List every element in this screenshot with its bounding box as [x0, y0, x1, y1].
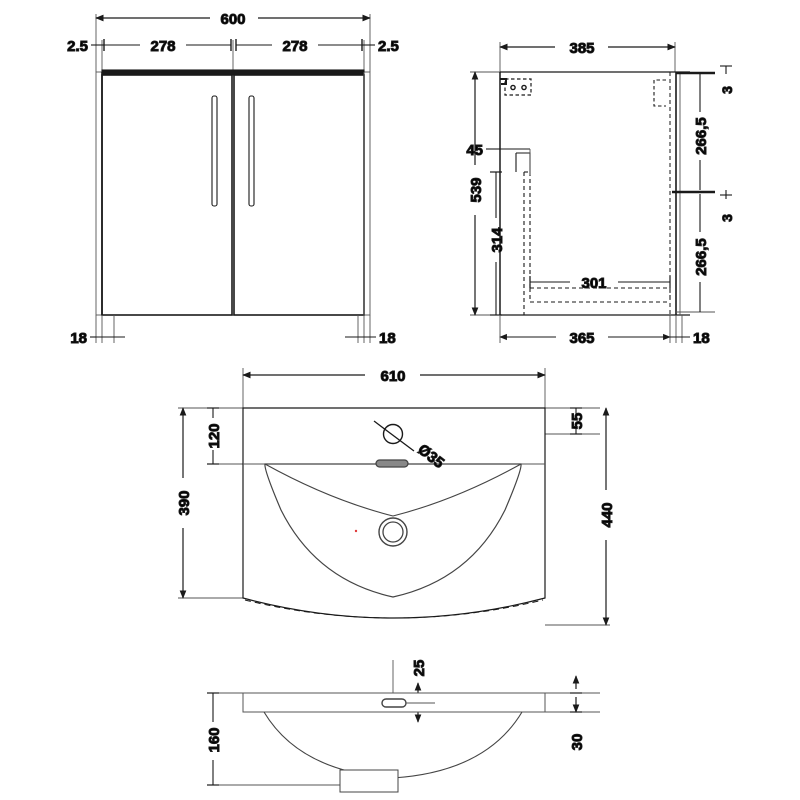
dim-label-610: 610: [380, 368, 405, 385]
dim-label-25: 25: [411, 660, 428, 677]
dim-55: 55: [569, 407, 587, 435]
dim-30: 30: [569, 675, 587, 751]
dim-panel-thickness-front: 18 18: [70, 315, 396, 348]
dim-label-3-top: 3: [719, 86, 735, 94]
dim-label-314: 314: [489, 227, 506, 253]
door-right[interactable]: [233, 74, 365, 316]
tap-hole-leader: [373, 420, 415, 452]
bowl-rim-sweep: [264, 463, 522, 517]
dim-label-18-side: 18: [693, 330, 710, 347]
interior-carcase-dashed: [523, 171, 670, 315]
dim-25: 25: [400, 659, 435, 723]
dim-label-266-5-top: 266,5: [693, 117, 710, 155]
overflow-slot-plan: [375, 459, 409, 468]
dim-door-split-stack: 3 266,5 3 266,5: [672, 65, 736, 313]
basin-plan-view: 610 120 390 55 440: [176, 368, 617, 626]
dim-label-18-left: 18: [70, 330, 87, 347]
door-handle-left[interactable]: [211, 95, 218, 207]
overflow-slot-section: [381, 698, 435, 708]
dim-label-600: 600: [220, 11, 245, 28]
dim-301: 301: [529, 275, 671, 293]
dim-label-160: 160: [206, 727, 223, 752]
dim-label-301: 301: [581, 275, 606, 292]
basin-section-extension-lines: [208, 660, 600, 786]
dim-label-539: 539: [468, 177, 485, 202]
wall-bracket-detail: [500, 78, 532, 96]
dim-label-385: 385: [569, 40, 594, 57]
drain-group: [378, 517, 408, 547]
dim-label-3-mid: 3: [719, 214, 735, 222]
dim-basin-width-610: 610: [242, 368, 546, 386]
dim-label-55: 55: [569, 413, 586, 430]
door-handle-right[interactable]: [248, 95, 255, 207]
dim-label-278-right: 278: [282, 38, 307, 55]
basin-underside-dashed: [244, 599, 544, 619]
dim-440: 440: [599, 407, 617, 626]
dim-label-278-left: 278: [150, 38, 175, 55]
side-door-leaf: [653, 72, 681, 315]
plumbing-cutout-shape: [516, 152, 531, 172]
dim-depth-385: 385: [499, 40, 676, 58]
dim-label-365: 365: [569, 330, 594, 347]
dim-label-2point5-left: 2.5: [67, 38, 88, 55]
dim-label-266-5-bot: 266,5: [693, 238, 710, 276]
dim-120: 120: [206, 407, 224, 465]
dim-overall-width-600: 600: [95, 11, 371, 29]
dim-365-and-18: 365 18: [499, 315, 710, 348]
bracket-screw-hole-1: [510, 84, 516, 91]
bracket-outline: [504, 78, 532, 96]
side-section-view: 385 539: [466, 40, 736, 348]
door-left[interactable]: [101, 74, 233, 316]
centre-marker-dot: [354, 529, 358, 533]
dim-label-18-right: 18: [379, 330, 396, 347]
dim-label-2point5-right: 2.5: [378, 38, 399, 55]
overflow-slot-section-shape: [381, 698, 407, 708]
basin-section-view: 25 160 30: [206, 659, 600, 793]
hinge-detail-top: [653, 79, 666, 107]
overflow-slot-shape: [375, 459, 409, 468]
dim-label-440: 440: [599, 502, 616, 527]
dim-390: 390: [176, 407, 194, 599]
front-elevation-view: 600 278 278 2.5 2.5: [67, 11, 400, 348]
dim-314: 314: [489, 171, 507, 316]
cabinet-body: [95, 69, 371, 316]
bracket-hook-icon: [500, 78, 507, 85]
dim-160: 160: [206, 692, 224, 786]
cabinet-side-body: [499, 71, 690, 316]
dim-door-widths: 278 278 2.5 2.5: [67, 38, 400, 56]
bowl-section-curve: [263, 711, 523, 779]
dim-label-45: 45: [466, 142, 483, 159]
pedestal-foot-section: [339, 769, 399, 793]
bracket-screw-hole-2: [521, 84, 527, 91]
dim-height-539: 539: [468, 71, 486, 316]
drain-inner-ring: [382, 521, 404, 543]
basin-section-profile: [242, 692, 546, 793]
dim-label-120: 120: [206, 423, 223, 448]
dim-label-390: 390: [176, 490, 193, 515]
dim-45: 45: [466, 142, 531, 175]
dim-label-30: 30: [569, 734, 586, 751]
